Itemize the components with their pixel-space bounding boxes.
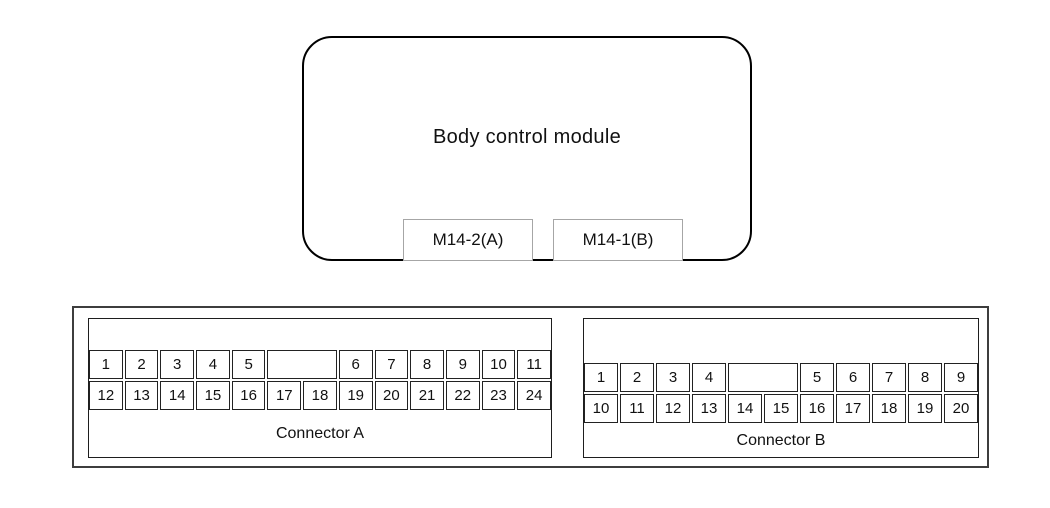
connector-tag-m14-1b: M14-1(B) (553, 219, 683, 261)
pin-cell-a-8: 8 (410, 350, 444, 379)
connector-tag-m14-2a: M14-2(A) (403, 219, 533, 261)
pin-cell-b-7: 7 (872, 363, 906, 392)
pin-cell-a-12: 12 (89, 381, 123, 410)
connector-tag-m14-2a-label: M14-2(A) (432, 230, 504, 249)
pin-cell-a-6: 6 (338, 350, 373, 379)
pin-cell-b-4: 4 (692, 363, 726, 392)
body-control-module-box: Body control module M14-2(A) M14-1(B) (302, 36, 752, 261)
pin-cell-a-1: 1 (89, 350, 123, 379)
pin-cell-b-14: 14 (728, 394, 762, 423)
pin-cell-b-18: 18 (872, 394, 906, 423)
pin-cell-a-18: 18 (303, 381, 337, 410)
pin-cell-b-12: 12 (656, 394, 690, 423)
pin-cell-b-20: 20 (944, 394, 978, 423)
pin-cell-a-21: 21 (410, 381, 444, 410)
pin-cell-b-15: 15 (764, 394, 798, 423)
pin-cell-b-19: 19 (908, 394, 942, 423)
pin-cell-blank-a (267, 350, 337, 379)
module-title: Body control module (432, 126, 622, 148)
pin-cell-a-13: 13 (124, 381, 159, 410)
connector-tag-m14-1b-label: M14-1(B) (582, 230, 654, 249)
pin-cell-b-16: 16 (800, 394, 834, 423)
pin-cell-b-10: 10 (584, 394, 618, 423)
pin-cell-blank-b (728, 363, 798, 392)
pin-cell-b-2: 2 (620, 363, 654, 392)
pin-cell-a-5: 5 (231, 350, 266, 379)
pin-cell-a-4: 4 (196, 350, 230, 379)
pin-cell-a-24: 24 (517, 381, 551, 410)
module-connector-tags: M14-2(A) M14-1(B) (403, 219, 683, 261)
pin-cell-b-13: 13 (692, 394, 726, 423)
pin-cell-b-9: 9 (944, 363, 978, 392)
connector-b-label: Connector B (736, 431, 826, 449)
pin-cell-a-16: 16 (231, 381, 266, 410)
pin-cell-a-19: 19 (338, 381, 373, 410)
pin-cell-a-15: 15 (196, 381, 230, 410)
pin-cell-a-3: 3 (160, 350, 195, 379)
pin-cell-b-11: 11 (620, 394, 654, 423)
connector-a-label: Connector A (275, 425, 365, 442)
pin-cell-a-20: 20 (374, 381, 409, 410)
pin-cell-a-9: 9 (445, 350, 480, 379)
pin-cell-b-17: 17 (836, 394, 870, 423)
pin-cell-a-10: 10 (481, 350, 516, 379)
pin-cell-a-23: 23 (481, 381, 516, 410)
pin-cell-b-8: 8 (908, 363, 942, 392)
pin-cell-a-7: 7 (374, 350, 409, 379)
pin-cell-b-3: 3 (656, 363, 690, 392)
pin-cell-a-2: 2 (124, 350, 159, 379)
pin-cell-b-6: 6 (836, 363, 870, 392)
pin-cell-a-11: 11 (517, 350, 551, 379)
pin-cell-a-14: 14 (160, 381, 195, 410)
pin-cell-b-5: 5 (800, 363, 834, 392)
pin-cell-b-1: 1 (584, 363, 618, 392)
pin-cell-a-22: 22 (445, 381, 480, 410)
pin-cell-a-17: 17 (267, 381, 302, 410)
